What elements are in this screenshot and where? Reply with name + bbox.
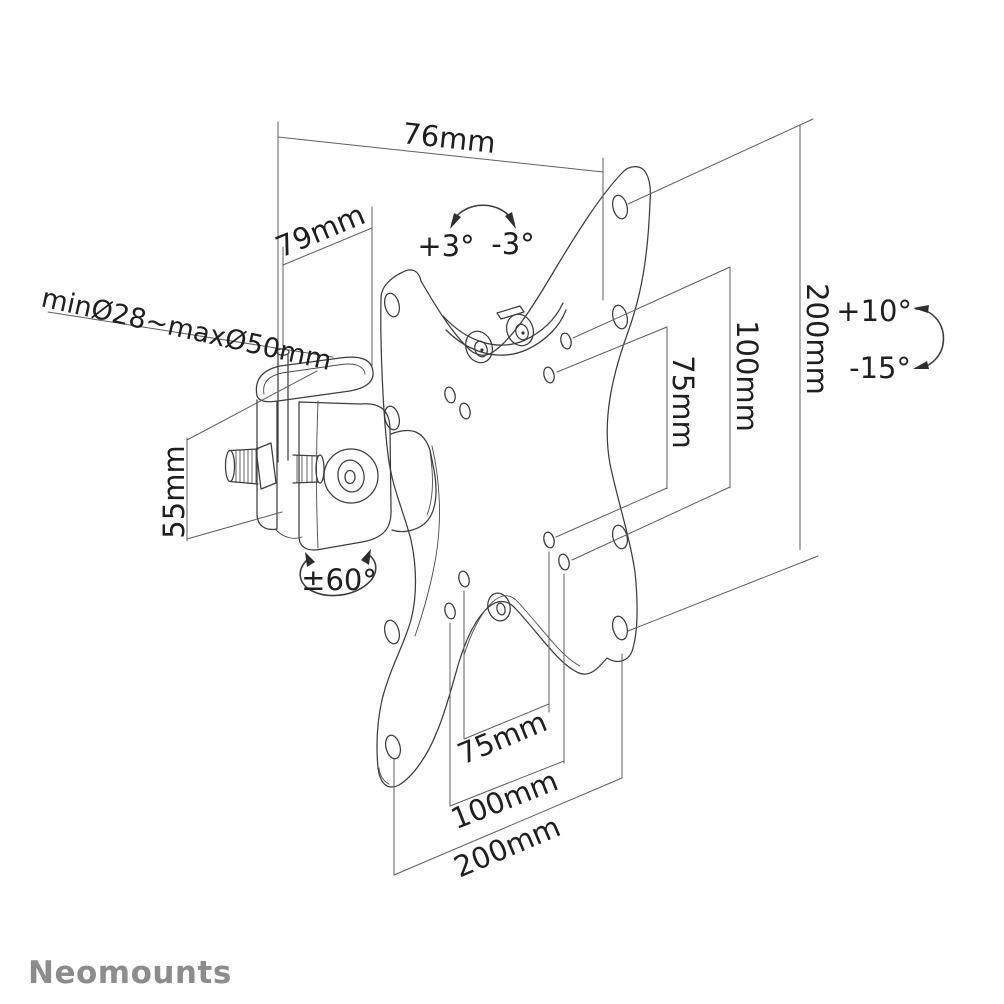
plate-left-waist-seam xyxy=(414,445,440,637)
dimension-pole-diameter: minØ28~maxØ50mm xyxy=(38,283,334,377)
clamp-back-jaw xyxy=(256,399,278,531)
dimension-vesa-height-75: 75mm xyxy=(555,326,700,538)
swivel-arc xyxy=(299,553,377,597)
roll-minus-label: -3° xyxy=(491,227,534,261)
roll-arrow-right xyxy=(505,212,516,229)
roll-arc xyxy=(451,204,515,224)
plate-bottom-left-edge-thickness xyxy=(378,767,390,785)
clamp-front-jaw xyxy=(298,401,392,551)
clamp-pivot-boss xyxy=(323,448,379,504)
plate-outline xyxy=(376,166,651,788)
swivel-arrow-left xyxy=(305,552,315,567)
dimension-vesa-width-75: 75mm xyxy=(453,551,552,771)
dimension-vesa-height-100: 100mm xyxy=(571,266,764,561)
brand-logo: Neomounts xyxy=(28,955,232,991)
vesa-width-75-label: 75mm xyxy=(453,704,552,771)
bolt-threads-left xyxy=(235,449,257,484)
swivel-adjustment: ±60° xyxy=(299,549,377,597)
tilt-up-label: +10° xyxy=(836,294,912,328)
swivel-label: ±60° xyxy=(301,563,377,597)
top-saddle-bracket xyxy=(442,302,567,364)
tilt-adjustment: +10° -15° xyxy=(836,294,945,385)
clamp-bolt xyxy=(224,442,325,490)
dimension-clamp-height: 55mm xyxy=(157,370,318,542)
plate-height-label: 200mm xyxy=(800,283,834,395)
arm-depth-label: 79mm xyxy=(271,197,370,264)
clamp-height-label: 55mm xyxy=(157,445,191,538)
pole-diameter-label: minØ28~maxØ50mm xyxy=(38,283,334,377)
bolt-washer xyxy=(255,442,277,490)
vesa-height-100-label: 100mm xyxy=(730,320,764,432)
plate-outer-holes xyxy=(383,194,629,760)
clamp-collar xyxy=(255,356,374,403)
tilt-arrow-up xyxy=(913,305,929,313)
top-width-label: 76mm xyxy=(401,116,498,160)
bolt-threads-mid xyxy=(296,455,313,483)
vesa-height-75-label: 75mm xyxy=(666,355,700,448)
vesa-plate xyxy=(376,166,651,788)
tilt-arrow-down xyxy=(913,361,929,369)
tilt-down-label: -15° xyxy=(849,351,911,385)
mounting-pole xyxy=(276,348,290,463)
saddle-tab xyxy=(496,305,525,320)
pole-clamp xyxy=(224,356,437,551)
tilt-arc xyxy=(915,308,945,369)
dimension-plate-width: 200mm xyxy=(393,653,623,884)
roll-arrow-left xyxy=(450,213,461,229)
plate-vesa-holes xyxy=(444,332,572,620)
dimension-plate-height: 200mm xyxy=(627,118,834,632)
roll-plus-label: +3° xyxy=(417,229,474,263)
saddle-hole-right xyxy=(505,313,535,347)
saddle-hole-left xyxy=(464,330,494,364)
bottom-arch-hole xyxy=(487,592,511,622)
plate-bottom-arch-inner-edge xyxy=(463,595,581,667)
swivel-arrow-right xyxy=(361,549,371,565)
clamp-knuckle xyxy=(390,429,437,533)
roll-adjustment: +3° -3° xyxy=(417,204,535,263)
